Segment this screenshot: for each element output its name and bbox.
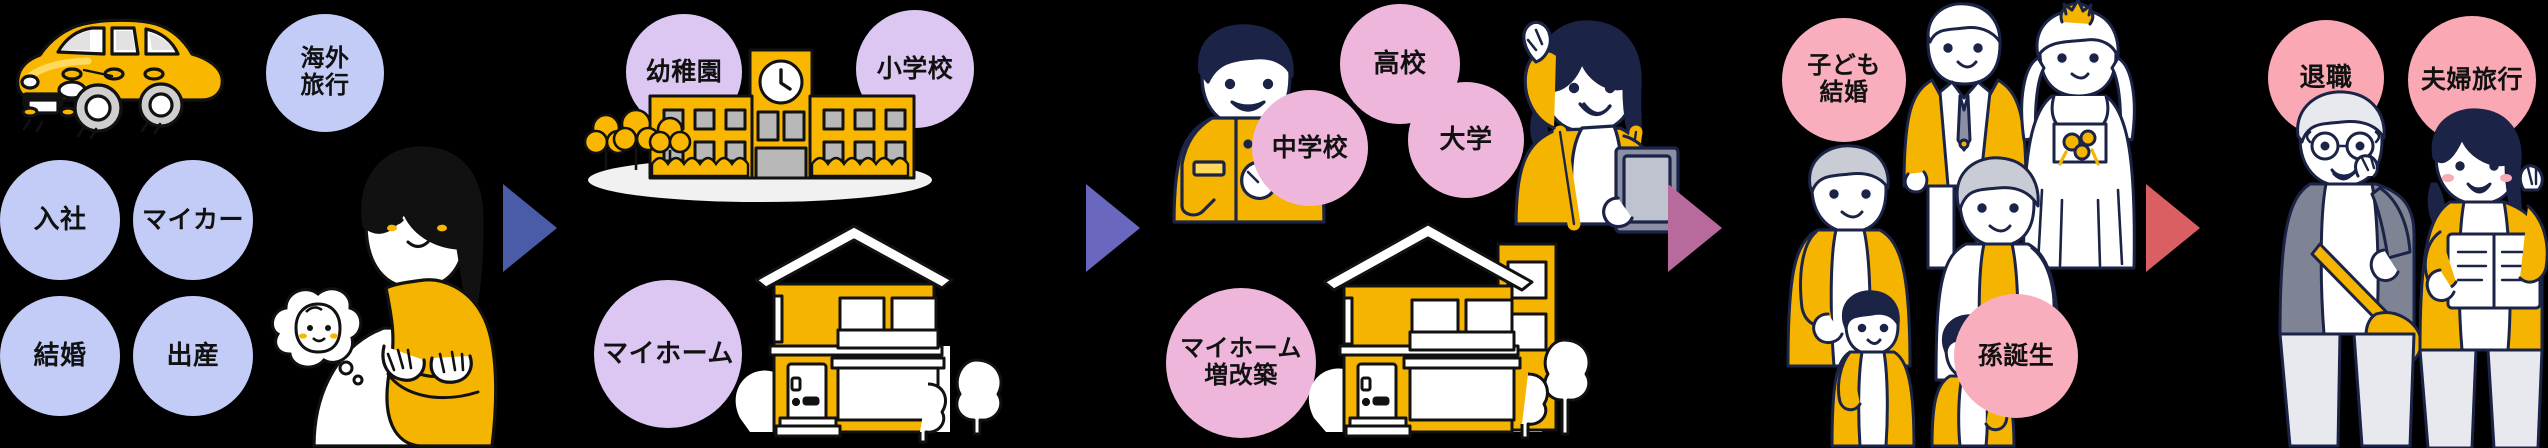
bubble-couple-travel[interactable]: 夫婦旅行 — [2408, 16, 2536, 144]
arrow-stage1-to-stage2 — [503, 184, 557, 272]
bubble-high-school-label: 高校 — [1373, 48, 1427, 79]
bubble-childbirth-label: 出産 — [166, 340, 220, 371]
house-illustration — [730, 222, 1010, 448]
bubble-my-home-label: マイホーム — [602, 338, 734, 369]
bubble-join-company[interactable]: 入社 — [0, 160, 120, 280]
bubble-grandchild-born[interactable]: 孫誕生 — [1954, 294, 2078, 418]
bubble-home-renovation[interactable]: マイホーム 増改築 — [1166, 288, 1316, 438]
arrow-stage3-to-stage4 — [1668, 184, 1722, 272]
bubble-child-marriage-label: 子ども 結婚 — [1807, 52, 1881, 106]
stage-children-independent-panel: 子ども 結婚 — [1760, 0, 2280, 448]
stage-young-adult-panel: 海外 旅行 — [0, 0, 500, 448]
bubble-my-car-label: マイカー — [141, 206, 244, 234]
bubble-university-label: 大学 — [1439, 124, 1493, 155]
senior-couple-illustration — [2278, 84, 2548, 448]
bubble-junior-high-school[interactable]: 中学校 — [1252, 90, 1368, 206]
bubble-retirement[interactable]: 退職 — [2268, 20, 2384, 136]
bubble-retirement-label: 退職 — [2299, 62, 2353, 93]
school-building-illustration — [580, 42, 940, 202]
bubble-university[interactable]: 大学 — [1408, 82, 1524, 198]
bubble-my-home[interactable]: マイホーム — [594, 280, 742, 428]
bubble-grandchild-born-label: 孫誕生 — [1977, 342, 2055, 370]
bubble-kindergarten-label: 幼稚園 — [645, 58, 723, 86]
stage-early-child-panel: 幼稚園 小学校 — [583, 0, 1090, 448]
stage-retirement-panel: 退職 夫婦旅行 — [2258, 0, 2548, 448]
bubble-join-company-label: 入社 — [33, 204, 87, 235]
bubble-my-car[interactable]: マイカー — [133, 160, 253, 280]
stage-teen-child-panel: 中学校 高校 大学 マイホーム 増改築 — [1166, 0, 1680, 448]
bubble-home-renovation-label: マイホーム 増改築 — [1180, 335, 1302, 389]
baby-thought-bubble-illustration — [262, 280, 367, 390]
yellow-car-illustration — [6, 8, 236, 140]
bubble-junior-high-school-label: 中学校 — [1271, 134, 1349, 162]
pregnant-woman-illustration — [292, 128, 502, 448]
renovated-house-illustration — [1302, 218, 1602, 448]
arrow-stage4-to-stage5 — [2146, 184, 2200, 272]
bubble-elementary-school-label: 小学校 — [876, 55, 954, 83]
bubble-childbirth[interactable]: 出産 — [133, 296, 253, 416]
bubble-overseas-travel-label: 海外 旅行 — [300, 45, 350, 99]
bubble-child-marriage[interactable]: 子ども 結婚 — [1782, 18, 1906, 142]
bubble-couple-travel-label: 夫婦旅行 — [2420, 66, 2523, 94]
bubble-overseas-travel[interactable]: 海外 旅行 — [266, 14, 384, 132]
arrow-stage2-to-stage3 — [1086, 184, 1140, 272]
bubble-marriage[interactable]: 結婚 — [0, 296, 120, 416]
bubble-marriage-label: 結婚 — [33, 340, 87, 371]
female-student-illustration — [1478, 16, 1680, 234]
